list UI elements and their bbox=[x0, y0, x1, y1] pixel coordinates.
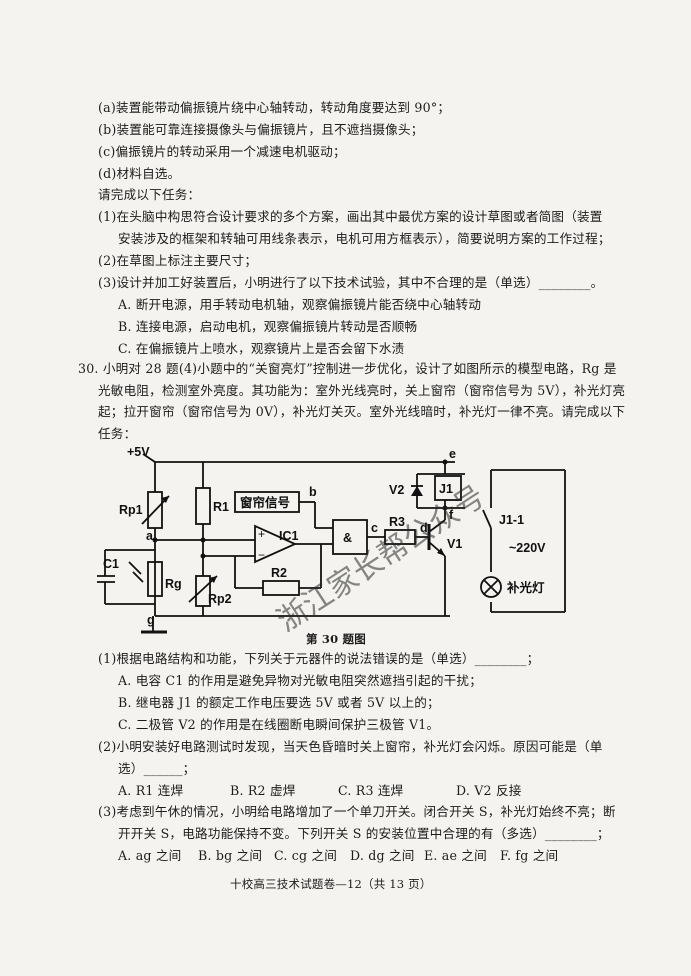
q30-line-1: 30. 小明对 28 题(4)小题中的“关窗亮灯”控制进一步优化，设计了如图所示… bbox=[78, 361, 617, 376]
r2-resistor bbox=[262, 580, 300, 596]
svg-text:+: + bbox=[258, 527, 265, 541]
sub-q2-option-b: B. R2 虚焊 bbox=[230, 783, 296, 798]
requirement-d: (d)材料自选。 bbox=[98, 166, 181, 181]
requirement-c: (c)偏振镜片的转动采用一个减速电机驱动； bbox=[98, 144, 346, 159]
q30-line-2: 光敏电阻，检测室外亮度。其功能为：室外光线亮时，关上窗帘（窗帘信号为 5V），补… bbox=[98, 383, 626, 398]
sub-q3-line-2: 开开关 S，电路功能保持不变。下列开关 S 的安装位置中合理的有（多选）____… bbox=[118, 826, 610, 841]
lamp-icon bbox=[480, 576, 502, 598]
sub-q3-option-d: D. dg 之间 bbox=[350, 848, 415, 863]
v1-label: V1 bbox=[447, 537, 462, 551]
q30-line-3: 起；拉开窗帘（窗帘信号为 0V），补光灯关灭。室外光线暗时，补光灯一律不亮。请完… bbox=[98, 404, 626, 419]
sub-q1-option-a: A. 电容 C1 的作用是避免异物对光敏电阻突然遮挡引起的干扰； bbox=[118, 673, 482, 688]
option-c: C. 在偏振镜片上喷水，观察镜片上是否会留下水渍 bbox=[118, 341, 405, 356]
node-d-label: d bbox=[420, 521, 428, 535]
node-g-label: g bbox=[147, 613, 155, 627]
task-intro: 请完成以下任务： bbox=[98, 187, 201, 202]
lamp-label: 补光灯 bbox=[506, 580, 545, 595]
rp1-label: Rp1 bbox=[119, 503, 143, 517]
c1-label: C1 bbox=[103, 557, 119, 571]
circuit-diagram: +5V g Rp1 a C1 Rg R1 Rp2 + − IC1 R2 bbox=[97, 445, 566, 639]
figure-caption: 第 30 题图 bbox=[306, 632, 366, 646]
sub-q1-option-c: C. 二极管 V2 的作用是在线圈断电瞬间保护三极管 V1。 bbox=[118, 717, 440, 732]
r3-label: R3 bbox=[389, 515, 405, 529]
j1-1-switch bbox=[482, 509, 492, 529]
node-a-label: a bbox=[146, 529, 154, 543]
rg-label: Rg bbox=[165, 577, 182, 591]
task-2: (2)在草图上标注主要尺寸； bbox=[98, 253, 258, 268]
sub-q2-option-d: D. V2 反接 bbox=[456, 783, 522, 798]
curtain-signal-label: 窗帘信号 bbox=[240, 495, 290, 510]
sub-q2-option-c: C. R3 连焊 bbox=[338, 783, 404, 798]
sub-q1-option-b: B. 继电器 J1 的额定工作电压要选 5V 或者 5V 以上的； bbox=[118, 695, 440, 710]
sub-q3-line-1: (3)考虑到午休的情况，小明给电路增加了一个单刀开关。闭合开关 S，补光灯始终不… bbox=[98, 804, 616, 819]
sub-q2-option-a: A. R1 连焊 bbox=[118, 783, 184, 798]
node-b-label: b bbox=[309, 485, 317, 499]
j1-1-label: J1-1 bbox=[499, 513, 524, 527]
option-b: B. 连接电源，启动电机，观察偏振镜片转动是否顺畅 bbox=[118, 319, 418, 334]
page-footer: 十校高三技术试题卷—12（共 13 页） bbox=[230, 877, 432, 891]
j1-label: J1 bbox=[439, 482, 453, 496]
sub-q1: (1)根据电路结构和功能，下列关于元器件的说法错误的是（单选）________； bbox=[98, 651, 540, 666]
ic1-comparator bbox=[254, 524, 298, 564]
task-1-line-2: 安装涉及的框架和转轴可用线条表示，电机可用方框表示），简要说明方案的工作过程； bbox=[118, 231, 611, 246]
ic1-label: IC1 bbox=[279, 529, 299, 543]
node-c-label: c bbox=[371, 521, 378, 535]
rp2-label: Rp2 bbox=[208, 592, 232, 606]
sub-q3-option-f: F. fg 之间 bbox=[500, 848, 559, 863]
option-a: A. 断开电源，用手转动电机轴，观察偏振镜片能否绕中心轴转动 bbox=[118, 297, 482, 312]
q30-line-4: 任务： bbox=[98, 426, 137, 441]
requirement-b: (b)装置能可靠连接摄像头与偏振镜片，且不遮挡摄像头； bbox=[98, 122, 424, 137]
sub-q3-option-a: A. ag 之间 bbox=[118, 848, 182, 863]
task-3: (3)设计并加工好装置后，小明进行了以下技术试验，其中不合理的是（单选）____… bbox=[98, 275, 604, 290]
j1-relay-coil bbox=[434, 475, 462, 501]
node-e-label: e bbox=[449, 447, 456, 461]
sub-q3-option-b: B. bg 之间 bbox=[198, 848, 263, 863]
r1-label: R1 bbox=[213, 500, 229, 514]
sub-q2-line-1: (2)小明安装好电路测试时发现，当天色昏暗时关上窗帘，补光灯会闪烁。原因可能是（… bbox=[98, 739, 603, 754]
r1-resistor bbox=[195, 487, 211, 525]
svg-text:−: − bbox=[258, 548, 265, 562]
r2-label: R2 bbox=[271, 566, 287, 580]
and-gate-symbol: & bbox=[343, 531, 352, 545]
task-1-line-1: (1)在头脑中构思符合设计要求的多个方案，画出其中最优方案的设计草图或者简图（装… bbox=[98, 209, 603, 224]
sub-q2-line-2: 选）______； bbox=[118, 761, 196, 776]
rg-photoresistor bbox=[147, 561, 163, 597]
ac-label: ~220V bbox=[509, 541, 546, 555]
node-f-label: f bbox=[449, 508, 454, 522]
requirement-a: (a)装置能带动偏振镜片绕中心轴转动，转动角度要达到 90°； bbox=[98, 100, 451, 115]
sub-q3-option-e: E. ae 之间 bbox=[424, 848, 487, 863]
v2-label: V2 bbox=[389, 483, 404, 497]
sub-q3-option-c: C. cg 之间 bbox=[274, 848, 338, 863]
